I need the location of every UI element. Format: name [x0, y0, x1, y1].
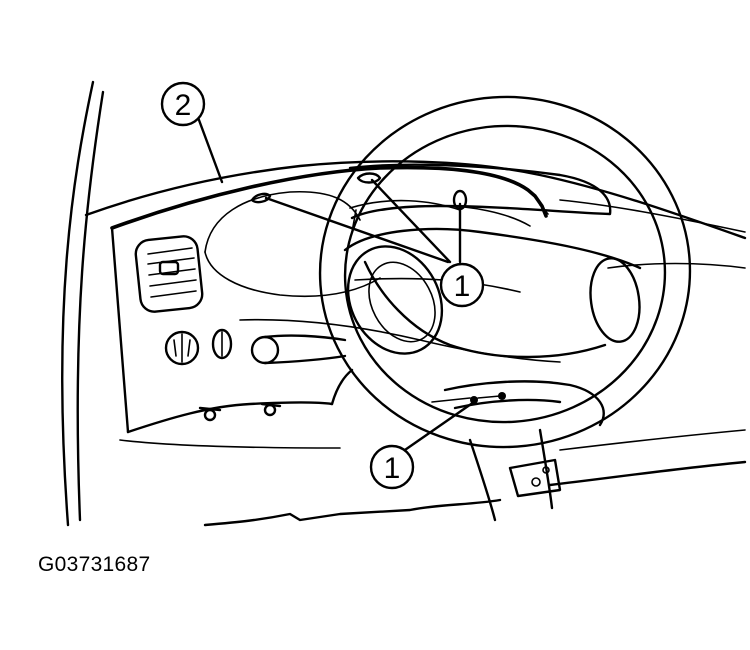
leader-lines — [194, 110, 476, 454]
callout-1-upper-label: 1 — [454, 270, 471, 303]
a-pillar — [61, 80, 105, 527]
lower-dash — [119, 262, 747, 527]
steering-column — [468, 428, 562, 522]
callout-1-lower: 1 — [369, 444, 415, 490]
figure-code: G03731687 — [38, 553, 151, 576]
callout-2-label: 2 — [175, 89, 192, 122]
callout-1-upper: 1 — [439, 262, 485, 308]
callout-2: 2 — [160, 81, 206, 127]
cluster-finish-panel — [110, 165, 548, 434]
cluster-hood — [204, 190, 561, 363]
dashboard-top — [84, 160, 747, 240]
air-vent — [134, 235, 204, 313]
callout-1-lower-label: 1 — [384, 452, 401, 485]
control-knobs — [164, 328, 347, 366]
steering-wheel — [318, 95, 692, 449]
